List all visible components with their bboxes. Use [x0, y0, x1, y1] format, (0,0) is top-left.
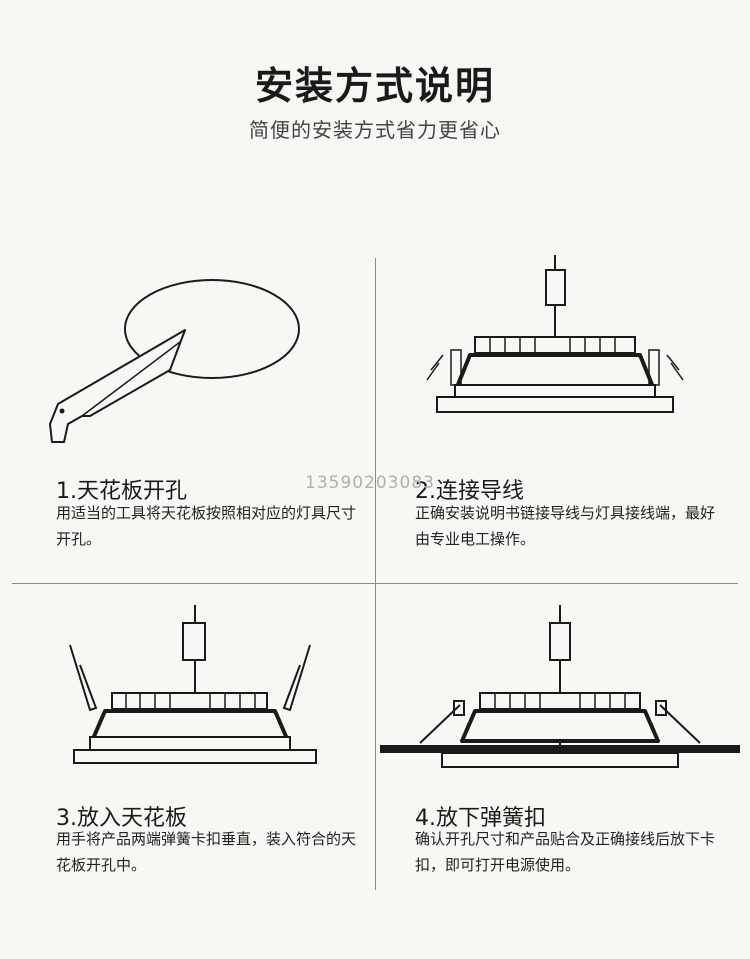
ceiling-panel [436, 396, 674, 413]
ceiling-board [380, 745, 740, 753]
page-title: 安装方式说明 [254, 64, 495, 108]
step-2-title: 2.连接导线 [415, 479, 524, 504]
spring-release-illustration [380, 605, 740, 768]
connector-box [182, 622, 206, 661]
step-1-desc: 用适当的工具将天花板按照相对应的灯具尺寸开孔。 [56, 504, 357, 548]
step-2-desc: 正确安装说明书链接导线与灯具接线端，最好由专业电工操作。 [415, 504, 716, 548]
vertical-divider [375, 258, 376, 890]
saw-icon [49, 329, 186, 443]
horizontal-divider [12, 583, 738, 584]
step-3-desc: 用手将产品两端弹簧卡扣垂直，装入符合的天花板开孔中。 [56, 830, 357, 874]
insert-ceiling-illustration [69, 605, 317, 764]
connector-box [549, 622, 571, 661]
ceiling-panel [441, 752, 679, 768]
connector-box [545, 269, 566, 306]
ceiling-hole-outline [124, 279, 300, 379]
step-1-title: 1.天花板开孔 [56, 479, 187, 504]
step-4-desc: 确认开孔尺寸和产品贴合及正确接线后放下卡扣，即可打开电源使用。 [415, 830, 716, 874]
ceiling-panel [73, 749, 317, 764]
phone-watermark: 13590203083 [305, 473, 435, 493]
step-3-title: 3.放入天花板 [56, 806, 187, 831]
page-subtitle: 简便的安装方式省力更省心 [249, 118, 501, 142]
saw-cutting-illustration [49, 279, 300, 443]
wire-connection-illustration [426, 255, 684, 413]
step-4-title: 4.放下弹簧扣 [415, 806, 546, 831]
